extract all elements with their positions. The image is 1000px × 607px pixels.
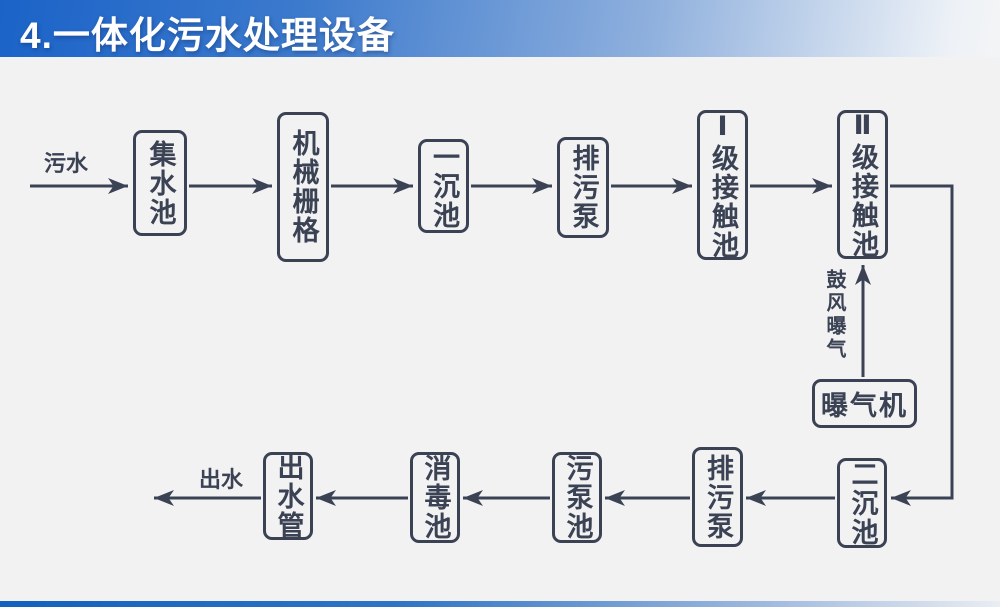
node-label: 曝气机 — [821, 391, 908, 421]
slide-title: 4.一体化污水处理设备 — [20, 15, 395, 56]
slide-title-bar: 4.一体化污水处理设备 — [0, 0, 1000, 57]
connector-stage2-to-secondary — [890, 184, 954, 506]
node-mechanical-grid: 机械栅格 — [277, 112, 329, 262]
node-disinfection-tank: 消毒池 — [410, 452, 460, 543]
node-label: Ⅰ级接触池 — [708, 110, 738, 260]
outlet-label: 出水 — [199, 467, 244, 492]
node-label: 消毒池 — [420, 454, 451, 541]
node-label: 二沉池 — [847, 459, 878, 547]
node-stage2-contact-tank: Ⅱ级接触池 — [837, 110, 888, 259]
node-label: 出水管 — [273, 452, 304, 540]
node-label: 排污泵 — [703, 453, 733, 541]
node-stage1-contact-tank: Ⅰ级接触池 — [697, 110, 748, 260]
node-sewage-pump-top: 排污泵 — [557, 137, 609, 238]
node-label: 机械栅格 — [288, 129, 319, 245]
node-label: 污泵池 — [562, 454, 593, 541]
node-sewage-pump-bottom: 排污泵 — [692, 447, 743, 547]
node-label: Ⅱ级接触池 — [848, 110, 878, 259]
aeration-label: 鼓风曝气 — [823, 269, 845, 361]
node-secondary-sedimentation-tank: 二沉池 — [837, 458, 887, 548]
node-label: 集水池 — [145, 139, 176, 227]
node-aerator: 曝气机 — [812, 379, 917, 428]
node-label: 排污泵 — [568, 144, 599, 231]
bottom-accent-bar — [0, 601, 1000, 607]
node-label: 一沉池 — [429, 142, 459, 230]
inlet-label: 污水 — [44, 151, 89, 176]
node-collecting-tank: 集水池 — [133, 130, 187, 236]
node-primary-sedimentation-tank: 一沉池 — [418, 139, 469, 233]
node-outlet-pipe: 出水管 — [263, 452, 313, 540]
node-sewage-pump-tank: 污泵池 — [552, 452, 602, 543]
